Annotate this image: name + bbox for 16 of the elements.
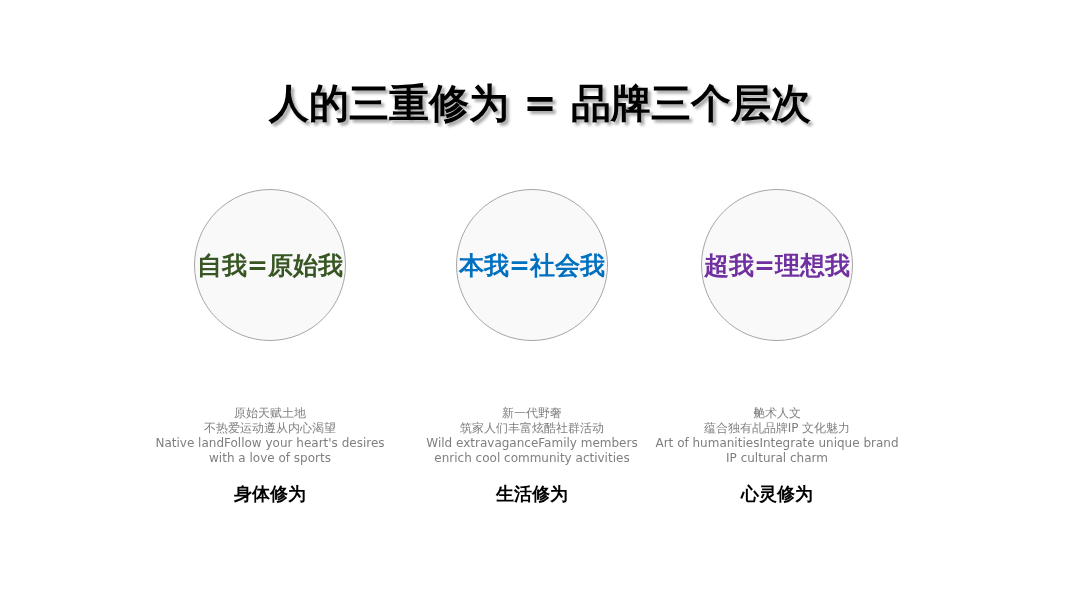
- description-text: 艴术人文: [752, 406, 802, 421]
- circle-heading: 自我=原始我: [197, 249, 343, 282]
- circle-heading: 本我=社会我: [459, 249, 605, 282]
- description-text: 筑家人们丰富炫酷社群活动: [459, 421, 605, 436]
- description-text: 原始天赋土地: [233, 406, 307, 421]
- description-text: 蕴合独有乩品牌IP 文化魅力: [702, 421, 852, 436]
- caption-text: 生活修为: [495, 482, 569, 506]
- description-text: 不热爱运动遵从内心渴望: [203, 421, 337, 436]
- caption-text: 心灵修为: [739, 482, 814, 506]
- caption-text: 身体修为: [233, 482, 307, 506]
- circle-heading: 超我=理想我: [704, 249, 850, 282]
- description-text: Wild extravaganceFamily members enrich cool community activities: [425, 436, 639, 466]
- title: 人的三重修为 = 品牌三个层次: [267, 79, 812, 128]
- description-text: Art of humanitiesIntegrate unique brand IP cultural charm: [654, 436, 900, 466]
- description-text: Native landFollow your heart's desires with a love of sports: [154, 436, 386, 466]
- description-text: 新一代野奢: [501, 406, 563, 421]
